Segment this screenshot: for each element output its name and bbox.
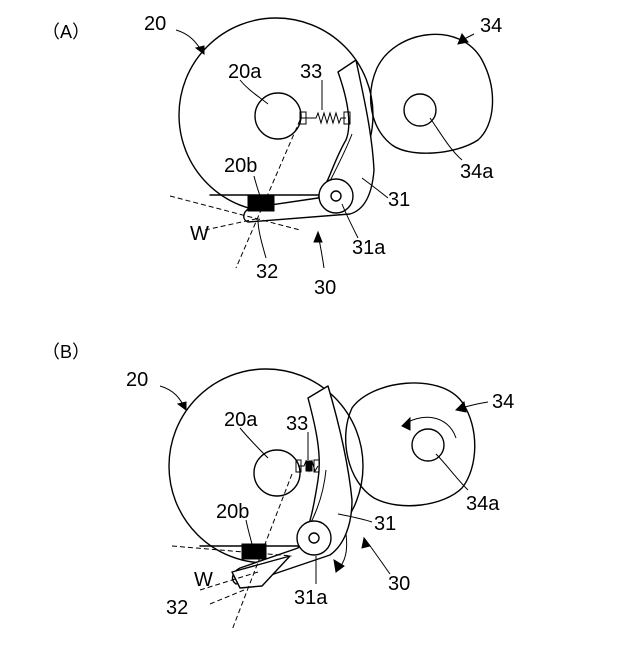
label-unit-b: 30 [388,573,410,595]
label-drum-a: 20 [144,13,166,35]
label-drum-b: 20 [126,369,148,391]
dash-radial-a [236,120,300,268]
label-pivot-a: 31a [352,237,386,259]
roller-a [371,34,493,153]
panel-b-label: （B） [42,342,90,362]
arrowhead-unit-b [362,538,370,548]
lever-pivot-b [297,521,331,555]
label-roller-shaft-b: 34a [466,493,500,515]
lever-pivot-a [319,179,353,213]
panel-b: （B） [42,342,514,630]
panel-a-label: （A） [42,22,90,42]
arrowhead-roller-b [456,402,466,412]
member-block-a [248,195,274,211]
spring-compressed-b [306,461,312,471]
arrowhead-drum-a [196,46,204,54]
dash-web-line-b [172,546,292,556]
roller-shaft-b [412,429,444,461]
arrowhead-drum-b [178,402,186,410]
label-member-a: 20b [224,155,257,177]
label-roller-b: 34 [492,391,514,413]
leader-drum-shaft-b [240,428,268,458]
leader-blade-a [258,220,266,258]
label-lever-a: 31 [388,189,410,211]
roller-b [346,383,475,506]
panel-a: （A） [42,13,502,299]
leader-member-b [246,520,252,544]
label-blade-b: 32 [166,597,188,619]
dash-blade-leader-b [210,590,244,604]
label-roller-a: 34 [480,15,502,37]
label-drum-shaft-b: 20a [224,409,258,431]
spring-coil-a [300,113,346,123]
label-spring-b: 33 [286,413,308,435]
label-roller-shaft-a: 34a [460,161,494,183]
label-pivot-b: 31a [294,587,328,609]
label-lever-b: 31 [374,513,396,535]
label-unit-a: 30 [314,277,336,299]
label-spring-a: 33 [300,61,322,83]
leader-drum-shaft-a [240,80,268,104]
label-member-b: 20b [216,501,249,523]
rotation-arrowhead-pivot-b [334,560,344,572]
label-blade-a: 32 [256,261,278,283]
label-web-b: W [194,569,213,591]
dash-radial-b [232,474,292,630]
label-drum-shaft-a: 20a [228,61,262,83]
leader-roller-shaft-b [436,454,468,490]
arrowhead-unit-a [314,232,322,242]
arrowhead-roller-a [458,34,468,44]
leader-member-a [254,176,260,196]
roller-shaft-a [404,94,436,126]
drum-shaft-b [254,450,300,496]
leader-roller-shaft-a [430,118,462,160]
rotation-arrowhead-roller-b [402,418,410,430]
label-web-a: W [190,223,209,245]
